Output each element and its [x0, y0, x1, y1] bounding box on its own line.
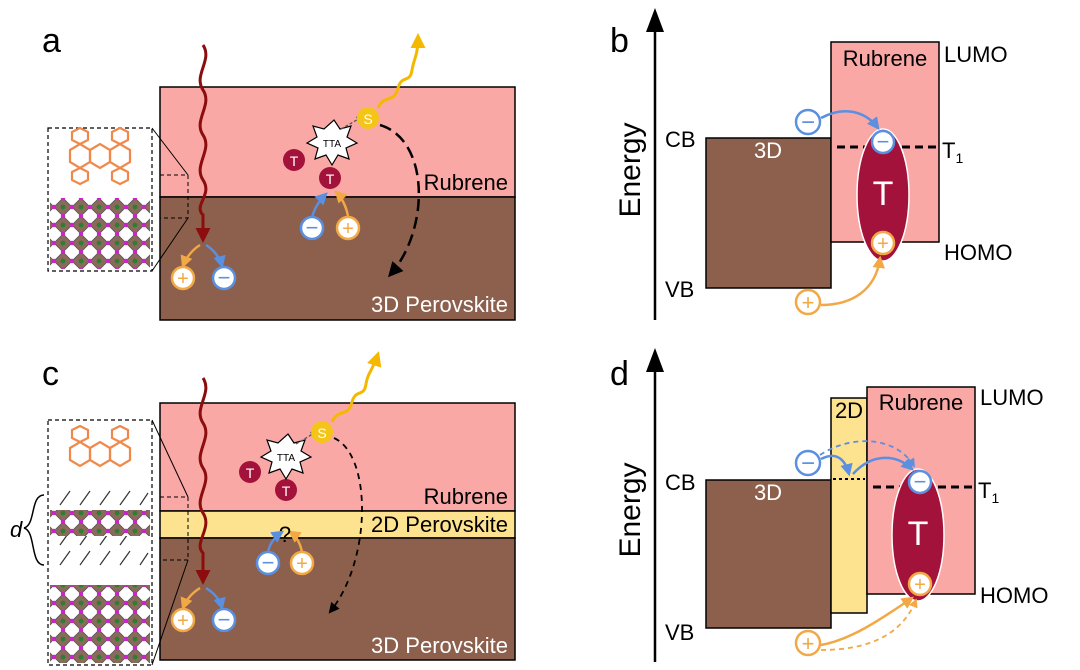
emitted-photon-arrow	[330, 351, 382, 423]
svg-text:+: +	[877, 233, 889, 255]
panel-label-c: c	[42, 355, 59, 393]
svg-text:T: T	[282, 483, 291, 499]
svg-text:+: +	[802, 631, 815, 656]
singlet-exciton-icon: S	[311, 421, 333, 443]
block-label-rubrene: Rubrene	[879, 390, 963, 415]
panel-label-a: a	[42, 22, 61, 60]
panel-label-b: b	[610, 22, 629, 60]
tta-star-icon: TTA	[305, 119, 359, 167]
electron-icon: −	[211, 265, 237, 291]
svg-text:T: T	[290, 153, 299, 169]
hole-icon: +	[907, 571, 933, 597]
svg-text:S: S	[363, 111, 372, 127]
svg-text:−: −	[801, 450, 815, 477]
crystal-structure-inset	[47, 126, 189, 272]
incoming-photon-arrow	[195, 44, 211, 243]
svg-text:T: T	[326, 171, 335, 187]
block-label-rubrene: Rubrene	[843, 46, 927, 71]
svg-text:TTA: TTA	[323, 139, 341, 150]
panel-d: d Energy 3D 2D Rubrene CB VB LUMO HOMO T…	[610, 348, 1048, 662]
band-3d-perovskite	[705, 479, 832, 629]
svg-text:−: −	[877, 129, 890, 154]
triplet-exciton-icon: T	[283, 149, 305, 171]
energy-axis-label: Energy	[614, 122, 647, 217]
triplet-exciton-icon: T	[275, 479, 297, 501]
svg-text:S: S	[317, 425, 326, 441]
perovskite-3d-label: 3D Perovskite	[371, 292, 508, 317]
svg-text:+: +	[342, 218, 354, 240]
electron-icon: −	[907, 469, 933, 495]
perovskite-3d-label: 3D Perovskite	[371, 633, 508, 658]
energy-axis-label: Energy	[614, 462, 647, 557]
electron-icon: −	[299, 215, 325, 241]
svg-text:TTA: TTA	[277, 453, 295, 464]
cb-label: CB	[665, 470, 696, 495]
hole-icon: +	[170, 265, 196, 291]
band-2d-perovskite	[830, 397, 868, 614]
lumo-label: LUMO	[980, 385, 1044, 410]
hole-icon: +	[335, 215, 361, 241]
block-label-3d: 3D	[754, 480, 782, 505]
electron-icon: −	[794, 108, 822, 136]
crystal-structure-inset: d	[10, 419, 189, 666]
panel-label-d: d	[610, 355, 629, 393]
electron-icon: −	[255, 550, 281, 576]
hole-icon: +	[170, 607, 196, 633]
svg-text:+: +	[914, 574, 926, 596]
lumo-label: LUMO	[944, 42, 1008, 67]
block-label-3d: 3D	[754, 138, 782, 163]
svg-text:+: +	[802, 290, 815, 315]
question-mark: ?	[279, 522, 291, 547]
interlayer-spacing-label: d	[10, 517, 23, 542]
electron-icon: −	[211, 607, 237, 633]
block-label-2d: 2D	[835, 398, 863, 423]
vb-label: VB	[665, 620, 694, 645]
electron-icon: −	[794, 449, 822, 477]
rubrene-molecule-icon	[68, 424, 132, 468]
triplet-exciton-icon: T	[319, 167, 341, 189]
cb-label: CB	[665, 127, 696, 152]
vb-label: VB	[665, 277, 694, 302]
svg-text:−: −	[218, 265, 231, 290]
triplet-exciton-icon: T	[239, 461, 261, 483]
svg-text:−: −	[218, 607, 231, 632]
panel-c: c Rubrene 2D Perovskite 3D Perovskite	[10, 351, 516, 666]
homo-label: HOMO	[944, 240, 1012, 265]
rubrene-layer	[159, 402, 516, 512]
back-transfer-arrow	[379, 123, 421, 278]
panel-a: a Rubrene 3D Perovskite	[42, 22, 516, 321]
svg-text:+: +	[296, 553, 308, 575]
rubrene-molecule-icon	[68, 126, 132, 186]
emitted-photon-arrow	[376, 33, 426, 109]
triplet-label: T	[908, 515, 929, 553]
incoming-photon-arrow	[195, 377, 211, 585]
svg-text:+: +	[177, 268, 189, 290]
triplet-label: T	[873, 175, 894, 213]
back-transfer-arrow	[328, 437, 363, 614]
hole-icon: +	[289, 550, 315, 576]
perovskite-2d-label: 2D Perovskite	[371, 512, 508, 537]
svg-text:+: +	[177, 610, 189, 632]
t1-label: T1	[942, 138, 963, 166]
band-3d-perovskite	[705, 137, 832, 289]
rubrene-label: Rubrene	[424, 170, 508, 195]
electron-icon: −	[870, 129, 896, 155]
hole-icon: +	[794, 629, 822, 657]
svg-text:−: −	[306, 215, 319, 240]
svg-text:−: −	[914, 469, 927, 494]
svg-text:−: −	[801, 109, 815, 136]
tta-star-icon: TTA	[259, 433, 313, 481]
hole-icon: +	[794, 288, 822, 316]
perovskite-2d-layer	[159, 510, 516, 539]
hole-icon: +	[870, 230, 896, 256]
panel-b: b Energy 3D Rubrene CB VB LUMO HOMO T1 T…	[610, 8, 1012, 320]
triplet-exciton-ellipse	[891, 468, 945, 602]
svg-text:−: −	[262, 550, 275, 575]
svg-text:T: T	[246, 465, 255, 481]
homo-label: HOMO	[980, 583, 1048, 608]
singlet-exciton-icon: S	[357, 107, 379, 129]
t1-label: T1	[978, 478, 999, 506]
rubrene-label: Rubrene	[424, 484, 508, 509]
